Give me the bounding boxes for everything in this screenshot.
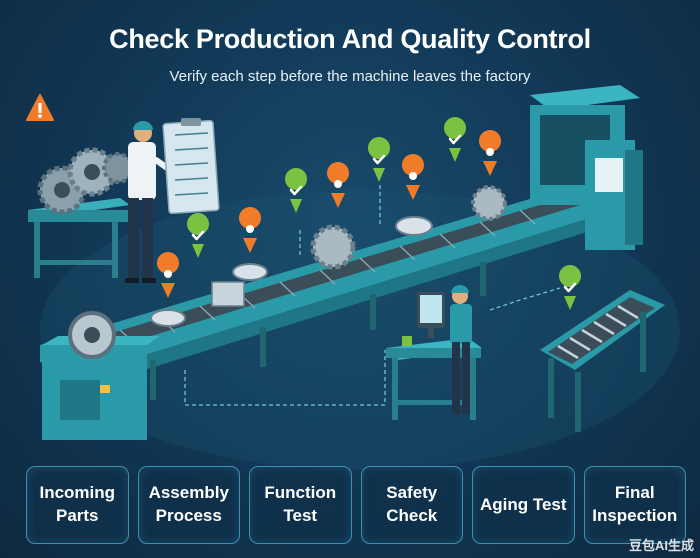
step-aging-test: Aging Test	[472, 466, 575, 544]
operator-worker	[450, 285, 472, 414]
parts-workbench	[28, 198, 130, 278]
floor-glow	[40, 190, 680, 470]
inspection-machine	[530, 85, 643, 250]
step-function-test: Function Test	[249, 466, 352, 544]
gear-icon	[37, 147, 134, 215]
page-subtitle: Verify each step before the machine leav…	[169, 68, 531, 85]
step-final-inspection: Final Inspection	[583, 466, 686, 544]
page-title: Check Production And Quality Control	[109, 24, 591, 54]
process-steps: Incoming Parts Assembly Process Function…	[26, 466, 686, 544]
intake-machine	[42, 311, 160, 440]
step-assembly-process: Assembly Process	[137, 466, 240, 544]
clipboard-icon	[162, 118, 220, 215]
main-conveyor	[40, 190, 600, 400]
step-safety-check: Safety Check	[360, 466, 463, 544]
final-roller-conveyor	[540, 290, 665, 432]
warning-icon	[26, 94, 54, 121]
monitor-icon	[417, 292, 445, 338]
flow-lines	[184, 185, 561, 406]
step-incoming-parts: Incoming Parts	[26, 466, 129, 544]
watermark: 豆包AI生成	[628, 538, 694, 553]
